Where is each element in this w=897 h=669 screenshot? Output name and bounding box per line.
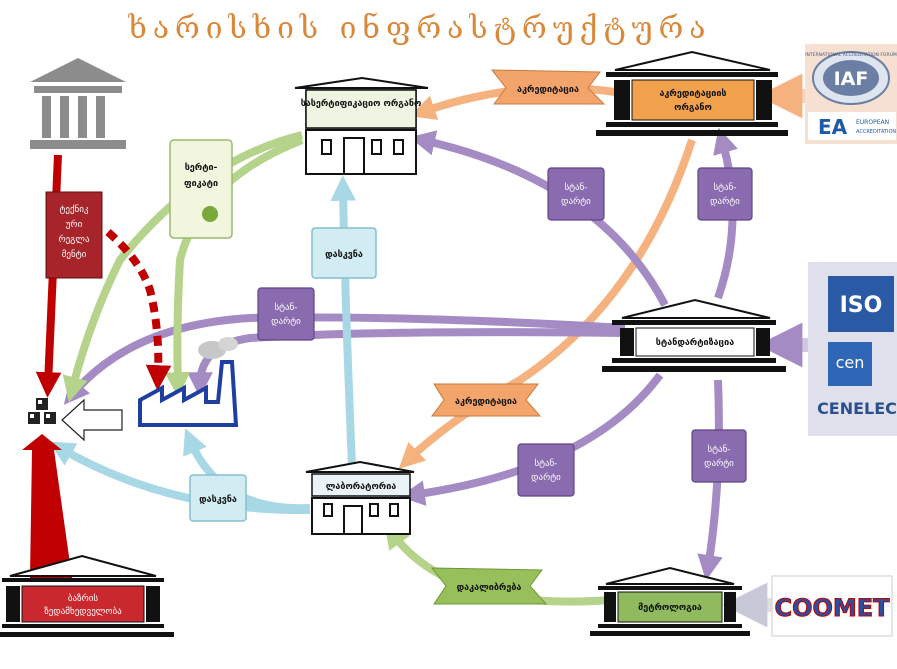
flow-lab-to-certification — [330, 175, 357, 466]
svg-text:COOMET: COOMET — [774, 594, 890, 622]
government-building-icon — [30, 58, 126, 149]
market-surveillance-building: ბაზრის ზედამხედველობა — [0, 554, 174, 637]
svg-text:ორგანო: ორგანო — [674, 102, 712, 113]
products-cubes-icon — [28, 398, 56, 424]
diagram-title: ხარისხის ინფრასტრუქტურა — [127, 11, 711, 46]
svg-text:ზედამხედველობა: ზედამხედველობა — [44, 606, 122, 617]
certificate-scroll: სერტი- ფიკატი — [169, 139, 233, 239]
accreditation-body-building: აკრედიტაციის ორგანო — [596, 50, 788, 136]
ea-logo: EA — [818, 115, 848, 139]
accreditation-badge-top: აკრედიტაცია — [490, 69, 606, 105]
flow-certification-to-factory — [164, 136, 304, 398]
iso-cen-logo-panel: ISO cen CENELEC — [808, 262, 897, 436]
svg-text:სტანდარტიზაცია: სტანდარტიზაცია — [656, 337, 734, 348]
cen-logo — [828, 342, 872, 386]
svg-text:ფიკატი: ფიკატი — [184, 179, 218, 189]
cenelec-logo: CENELEC — [817, 399, 897, 418]
svg-text:დარტი: დარტი — [710, 196, 740, 207]
svg-text:აკრედიტაცია: აკრედიტაცია — [455, 396, 517, 407]
svg-text:დარტი: დარტი — [561, 196, 591, 207]
svg-text:ISO: ISO — [840, 293, 883, 318]
svg-text:სტან-: სტან- — [713, 182, 736, 193]
svg-text:მეტროლოგია: მეტროლოგია — [638, 602, 702, 613]
svg-text:დაკალიბრება: დაკალიბრება — [457, 582, 522, 593]
standard-scroll-2: სტან- დარტი — [697, 167, 753, 221]
standard-scroll-5: სტან- დარტი — [691, 429, 747, 483]
flow-market-to-products — [22, 434, 72, 578]
seal-icon — [202, 206, 218, 222]
svg-text:სერტი-: სერტი- — [185, 162, 218, 173]
svg-text:მენტი: მენტი — [62, 249, 87, 260]
svg-text:დარტი: დარტი — [704, 458, 734, 469]
accreditation-body-label: აკრედიტაციის — [659, 88, 726, 99]
svg-text:INTERNATIONAL ACCREDITATION FO: INTERNATIONAL ACCREDITATION FORUM — [805, 52, 897, 58]
conclusion-scroll-lower: დასკვნა — [189, 474, 247, 522]
svg-text:cen: cen — [836, 353, 865, 372]
svg-text:აკრედიტაცია: აკრედიტაცია — [517, 84, 579, 95]
svg-text:EUROPEAN: EUROPEAN — [856, 119, 889, 126]
factory-icon — [138, 337, 239, 427]
svg-text:დასკვნა: დასკვნა — [199, 495, 237, 505]
svg-text:სტან-: სტან- — [707, 444, 730, 455]
coomet-logo: COOMET — [771, 575, 893, 637]
flow-certification-to-products — [62, 131, 303, 403]
tech-regulation-box: ტექნიკ ური რეგლა მენტი — [45, 191, 103, 279]
iso-logo — [828, 276, 894, 332]
conclusion-scroll-upper: დასკვნა — [311, 227, 377, 279]
svg-text:სტან-: სტან- — [534, 458, 557, 469]
svg-text:დასკვნა: დასკვნა — [325, 250, 363, 260]
standard-scroll-1: სტან- დარტი — [547, 167, 605, 221]
laboratory-building: ლაბორატორია — [305, 460, 415, 535]
flow-accreditation-to-laboratory — [398, 138, 696, 469]
metrology-building: მეტროლოგია — [590, 566, 750, 636]
flow-standard-to-certification — [409, 130, 669, 307]
accreditation-badge-mid: აკრედიტაცია — [431, 383, 542, 417]
svg-text:ACCREDITATION: ACCREDITATION — [856, 129, 896, 135]
standardization-building: სტანდარტიზაცია — [602, 298, 786, 372]
factory-to-products-arrow — [61, 398, 123, 442]
flow-regulation-to-factory-dashed — [105, 228, 172, 391]
svg-text:სტან-: სტან- — [564, 182, 587, 193]
flow-lab-to-products — [48, 441, 311, 515]
calibration-badge: დაკალიბრება — [430, 567, 548, 605]
svg-text:IAF: IAF — [834, 68, 869, 90]
svg-text:ლაბორატორია: ლაბორატორია — [326, 481, 397, 492]
svg-text:ბაზრის: ბაზრის — [68, 593, 99, 604]
certification-body-building: სასერტიფიკაციო ორგანო — [294, 76, 429, 175]
svg-text:სასერტიფიკაციო ორგანო: სასერტიფიკაციო ორგანო — [301, 98, 422, 109]
svg-text:ტექნიკ: ტექნიკ — [59, 204, 88, 215]
svg-text:სტან-: სტან- — [274, 302, 297, 313]
svg-text:რეგლა: რეგლა — [58, 234, 90, 245]
svg-text:ური: ური — [66, 219, 83, 230]
svg-text:დარტი: დარტი — [531, 472, 561, 483]
standard-scroll-4: სტან- დარტი — [517, 443, 575, 497]
iaf-ea-logo-panel: IAF INTERNATIONAL ACCREDITATION FORUM EA… — [805, 44, 897, 144]
svg-text:დარტი: დარტი — [271, 316, 301, 327]
standard-scroll-3: სტან- დარტი — [257, 287, 315, 341]
